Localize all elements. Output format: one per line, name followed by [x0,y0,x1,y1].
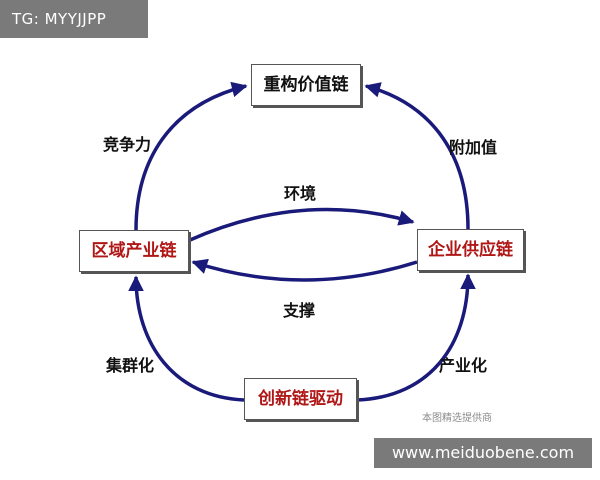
edge-label-support: 支撑 [283,301,316,320]
watermark-small: 本图精选提供商 [422,413,492,424]
arrow-left-to-right [189,207,415,242]
edge-label-industrialization: 产业化 [439,356,488,375]
arrow-bottom-to-left [128,275,245,402]
arrow-right-to-left [191,258,418,282]
edge-label-competitiveness: 竞争力 [103,135,152,154]
watermark-top: TG: MYYJJPP [0,0,148,38]
edge-label-added-value: 附加值 [449,138,498,157]
node-regional-industry-chain: 区域产业链 [79,230,189,272]
arrow-right-to-top [364,82,470,230]
node-restructure-value-chain: 重构价值链 [251,64,361,106]
edge-label-clustering: 集群化 [106,356,155,375]
node-innovation-chain-driven: 创新链驱动 [244,378,357,420]
watermark-bottom: www.meiduobene.com [374,438,592,468]
node-enterprise-supply-chain: 企业供应链 [417,229,524,271]
arrow-bottom-to-right [356,273,476,402]
arrow-left-to-top [134,81,248,231]
edge-label-environment: 环境 [284,184,317,203]
